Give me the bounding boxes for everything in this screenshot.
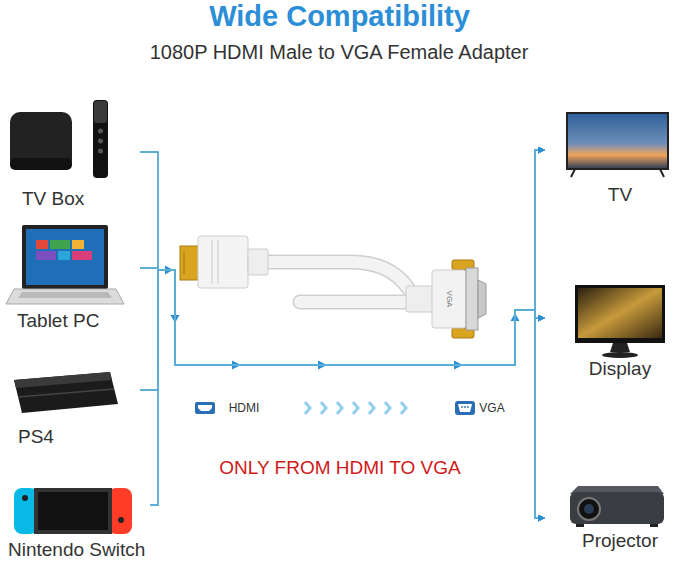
strain-relief xyxy=(248,249,268,275)
screen-tile xyxy=(72,251,92,260)
signal-line xyxy=(150,150,545,505)
device-node: Projector xyxy=(545,480,675,552)
title: Wide Compatibility xyxy=(0,0,679,33)
device-label: Nintendo Switch xyxy=(8,539,150,561)
signal-line xyxy=(140,150,545,365)
signal-line xyxy=(140,268,545,518)
signal-name: VGA xyxy=(479,401,504,415)
monitor-neck xyxy=(610,343,630,352)
vga-shell xyxy=(466,268,478,330)
vga-housing xyxy=(432,270,466,328)
remote-button xyxy=(98,139,103,144)
projector-foot xyxy=(576,524,584,527)
signal-line xyxy=(140,150,545,365)
housing-ridge xyxy=(211,240,213,284)
projector-lens-glass xyxy=(584,504,594,514)
projector-body xyxy=(570,492,664,524)
vga-icon-pin xyxy=(461,406,463,408)
tv-screen xyxy=(567,113,668,169)
device-node: TV Box xyxy=(0,95,140,210)
ps4-stripe xyxy=(18,389,114,397)
housing-ridge xyxy=(217,240,219,284)
switch-body xyxy=(34,488,112,534)
laptop-screen xyxy=(26,229,104,285)
tv-box-base xyxy=(10,158,72,170)
remote-button xyxy=(98,129,103,134)
screen-tile xyxy=(72,240,84,249)
strain-relief xyxy=(406,286,434,312)
remote-body xyxy=(93,100,108,178)
screen-tile xyxy=(58,251,70,260)
monitor-screen xyxy=(578,288,662,338)
cable xyxy=(300,296,412,308)
laptop-keyboard xyxy=(18,292,112,298)
device-node: TV xyxy=(545,110,675,206)
joystick xyxy=(118,517,124,523)
screen-tile xyxy=(50,240,70,249)
tv-box-body xyxy=(10,112,72,170)
hdmi-icon-shape xyxy=(198,405,212,411)
signal-line xyxy=(140,150,545,390)
vga-icon-pin xyxy=(467,406,469,408)
connector-marking: VGA xyxy=(444,291,454,308)
remote-touchpad xyxy=(94,101,107,123)
signal-line xyxy=(150,270,545,518)
device-label: PS4 xyxy=(18,426,140,448)
signal-line xyxy=(140,152,545,365)
cable-outline xyxy=(300,295,412,310)
vga-icon-shape xyxy=(458,404,472,412)
device-node: Nintendo Switch xyxy=(0,474,150,561)
signal-line xyxy=(150,270,545,505)
hdmi-icon xyxy=(195,402,215,414)
tv-foot xyxy=(571,169,575,177)
subtitle: 1080P HDMI Male to VGA Female Adapter xyxy=(150,40,529,64)
ps4-body xyxy=(14,372,118,413)
device-label: Tablet PC xyxy=(17,310,140,332)
direction-chevrons xyxy=(305,402,406,414)
signal-line xyxy=(140,152,545,518)
device-node: PS4 xyxy=(0,360,140,448)
screen-tile xyxy=(36,240,48,249)
note: ONLY FROM HDMI TO VGA xyxy=(219,456,460,479)
signal-name: HDMI xyxy=(229,401,260,415)
hdmi-tip xyxy=(180,246,200,280)
signal-line xyxy=(140,270,545,390)
laptop-bezel xyxy=(22,225,108,289)
hdmi-housing xyxy=(198,236,248,288)
projector-lens xyxy=(578,498,600,520)
vga-icon-pin xyxy=(464,406,466,408)
device-node: Tablet PC xyxy=(0,220,140,332)
monitor-base xyxy=(602,352,638,358)
device-label: TV Box xyxy=(22,188,140,210)
laptop-base xyxy=(6,289,124,304)
vga-icon xyxy=(455,401,475,415)
cable xyxy=(262,262,408,288)
cable-outline xyxy=(262,262,408,288)
device-node: Display xyxy=(545,280,675,380)
device-label: Display xyxy=(565,358,675,380)
ps4-top xyxy=(14,372,112,388)
monitor-bezel xyxy=(575,285,665,343)
vga-face xyxy=(478,280,486,318)
tv-foot xyxy=(660,169,664,177)
remote-button xyxy=(98,149,103,154)
projector-foot xyxy=(650,524,658,527)
signal-line xyxy=(140,270,545,518)
joystick xyxy=(22,495,28,501)
hdmi-tip-line xyxy=(183,252,185,274)
switch-screen xyxy=(38,492,108,530)
signal-line xyxy=(140,268,545,365)
device-label: Projector xyxy=(565,530,675,552)
screen-tile xyxy=(36,251,56,260)
device-label: TV xyxy=(565,184,675,206)
